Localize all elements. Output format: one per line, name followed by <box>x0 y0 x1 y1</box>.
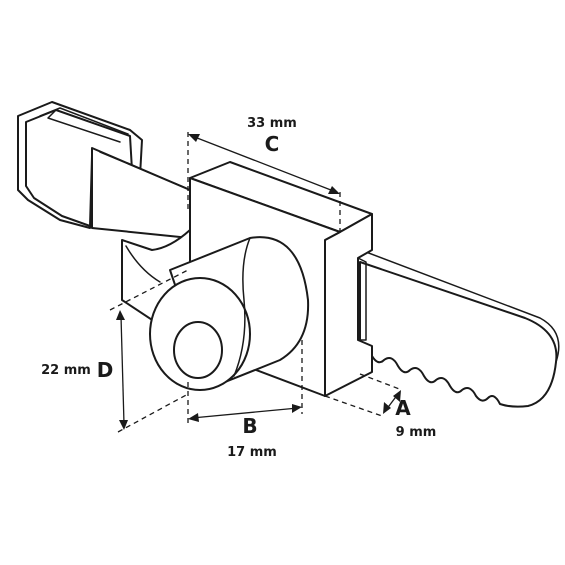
sawtooth-blade <box>359 251 560 408</box>
dimension-a: A 9 mm <box>324 373 437 440</box>
dimension-b: B 17 mm <box>187 340 303 460</box>
dimension-b-letter: B <box>242 414 257 438</box>
dimension-a-letter: A <box>395 396 411 420</box>
hook-bracket <box>17 101 191 239</box>
dimension-d-letter: D <box>97 358 114 382</box>
dimension-c: 33 mm C <box>187 116 341 232</box>
dimension-b-value: 17 mm <box>227 445 277 460</box>
dimension-d-value: 22 mm <box>41 363 91 378</box>
dimension-c-value: 33 mm <box>247 116 297 131</box>
dimension-a-value: 9 mm <box>396 425 437 440</box>
cylinder-lock <box>149 236 310 391</box>
dimension-c-letter: C <box>265 132 280 156</box>
dimension-d: 22 mm D <box>41 269 189 433</box>
